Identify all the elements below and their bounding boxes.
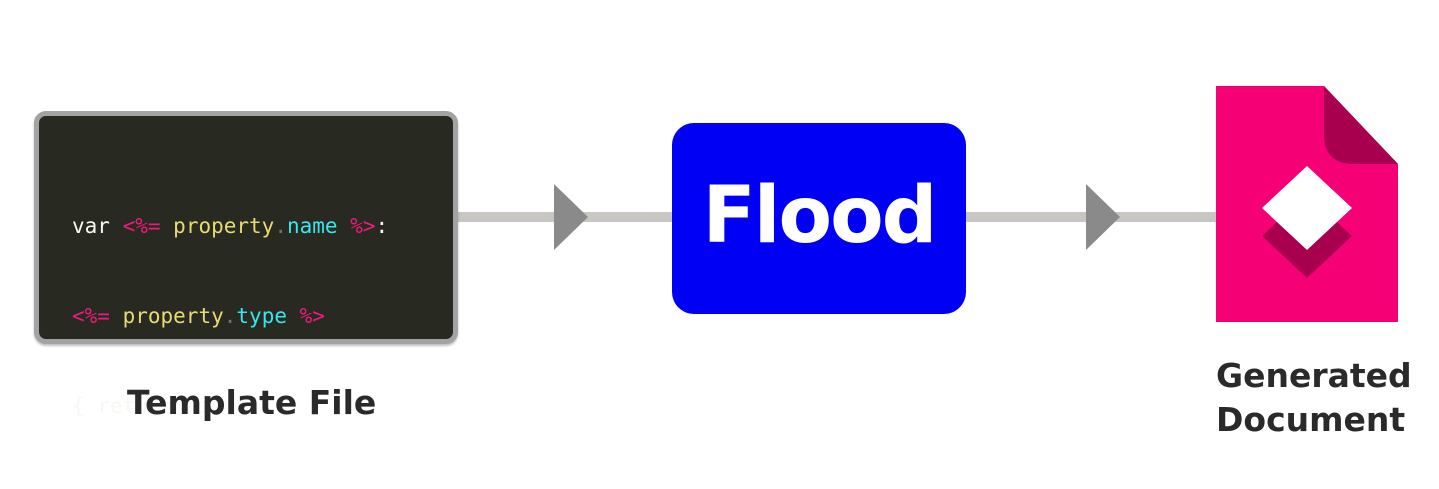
generated-document-caption: Generated Document xyxy=(1216,354,1412,442)
code-property: name xyxy=(286,214,338,238)
template-file-caption: Template File xyxy=(127,383,377,422)
code-open-tag: <%= xyxy=(122,214,161,238)
code-identifier: property xyxy=(122,304,224,328)
code-dot: . xyxy=(223,304,237,328)
code-keyword-var: var xyxy=(72,214,123,238)
code-open-tag: <%= xyxy=(72,304,110,328)
code-space xyxy=(287,304,300,328)
arrowhead-to-document xyxy=(1086,184,1120,250)
code-identifier: property xyxy=(173,214,275,238)
template-file-box: var <%= property.name %>: <%= property.t… xyxy=(34,111,458,418)
code-property: type xyxy=(236,304,287,328)
arrowhead-to-flood xyxy=(554,184,588,250)
code-line-1: var <%= property.name %>: xyxy=(72,211,388,241)
code-line-3: { return nil } xyxy=(72,394,250,418)
code-colon: : xyxy=(375,214,389,238)
code-dot: . xyxy=(274,214,287,238)
document-page-fold xyxy=(1324,86,1398,164)
code-space xyxy=(161,214,174,238)
document-layer-diamond xyxy=(1262,166,1352,250)
template-code: var <%= property.name %>: <%= property.t… xyxy=(72,151,388,481)
code-close-tag: %> xyxy=(350,214,376,238)
code-space xyxy=(338,214,351,238)
generated-document-caption-line-2: Document xyxy=(1216,400,1406,439)
code-close-tag: %> xyxy=(299,304,325,328)
generated-document-caption-line-1: Generated xyxy=(1216,356,1412,395)
flood-engine-box: Flood xyxy=(672,123,966,314)
code-line-2: <%= property.type %> xyxy=(72,301,388,331)
generated-document-icon xyxy=(1216,86,1398,322)
flood-label: Flood xyxy=(702,170,937,261)
code-space xyxy=(110,304,123,328)
